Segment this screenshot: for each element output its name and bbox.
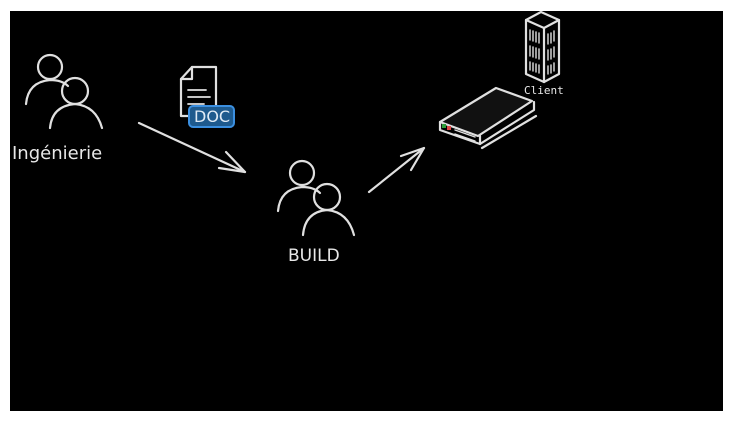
server-icon [438,86,538,150]
users-icon-ingenierie [24,53,104,130]
doc-badge-label: DOC [194,107,231,126]
building-icon [524,10,561,84]
diagram-canvas [10,11,723,411]
label-client: Client [524,84,564,97]
doc-badge [188,105,235,128]
label-ingenierie: Ingénierie [12,143,103,164]
arrow-build-to-server [367,146,426,194]
arrow-ingenierie-to-build [137,121,247,174]
label-build: BUILD [288,246,340,266]
users-icon-build [276,159,356,237]
